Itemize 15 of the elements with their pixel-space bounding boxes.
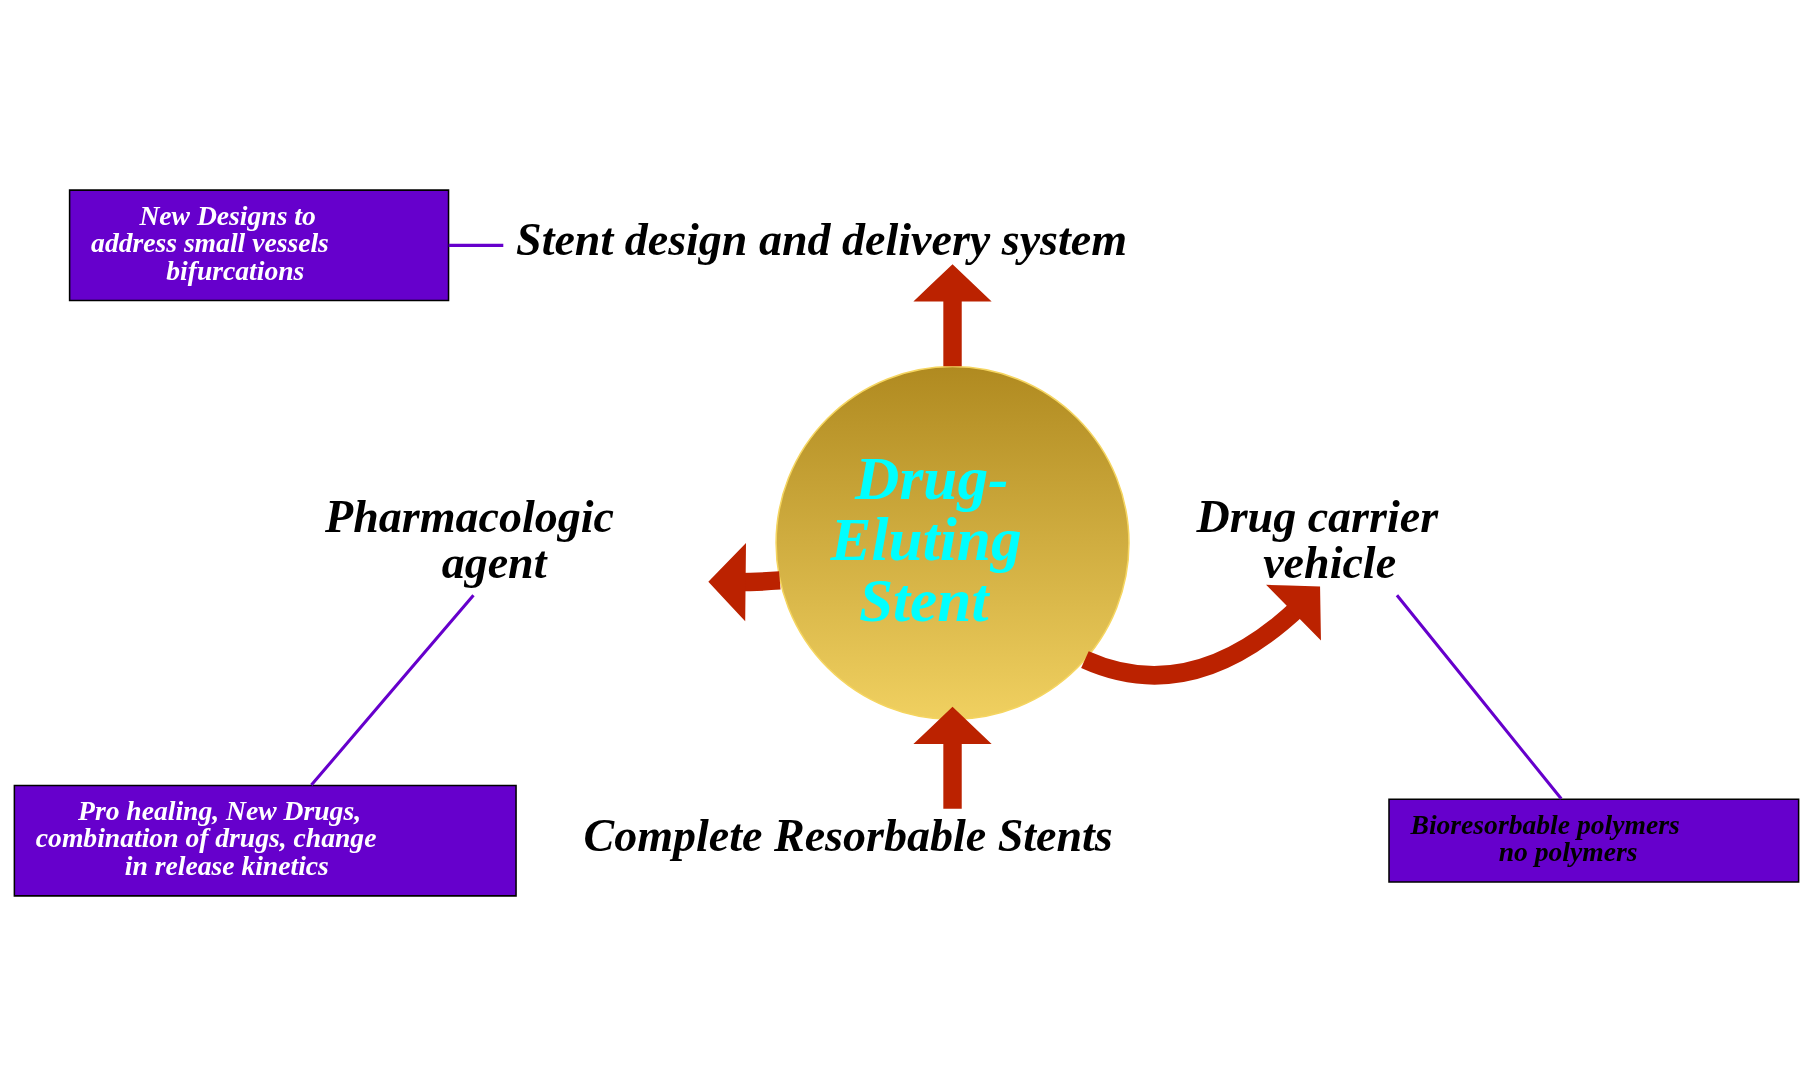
connector [310,594,475,787]
node-circle: Drug-Eluting Stent [775,365,1130,721]
node-box: Pro healing, New Drugs, combination of drugs, change in release kinetics [13,784,517,897]
node-text: Stent design and delivery system [516,214,1127,266]
connector [448,243,504,247]
arrow [913,706,992,809]
arrow [708,543,781,622]
node-text: Drug carrier vehicle [1196,491,1439,589]
node-box: New Designs to address small vessels bifurcations [68,189,450,302]
node-box: Bioresorbable polymers no polymers [1388,798,1800,883]
node-text: Complete Resorbable Stents [583,809,1113,861]
node-text: Pharmacologic agent [325,491,614,589]
connector [1395,594,1563,800]
arrow [913,264,992,367]
arrow [1081,584,1321,685]
